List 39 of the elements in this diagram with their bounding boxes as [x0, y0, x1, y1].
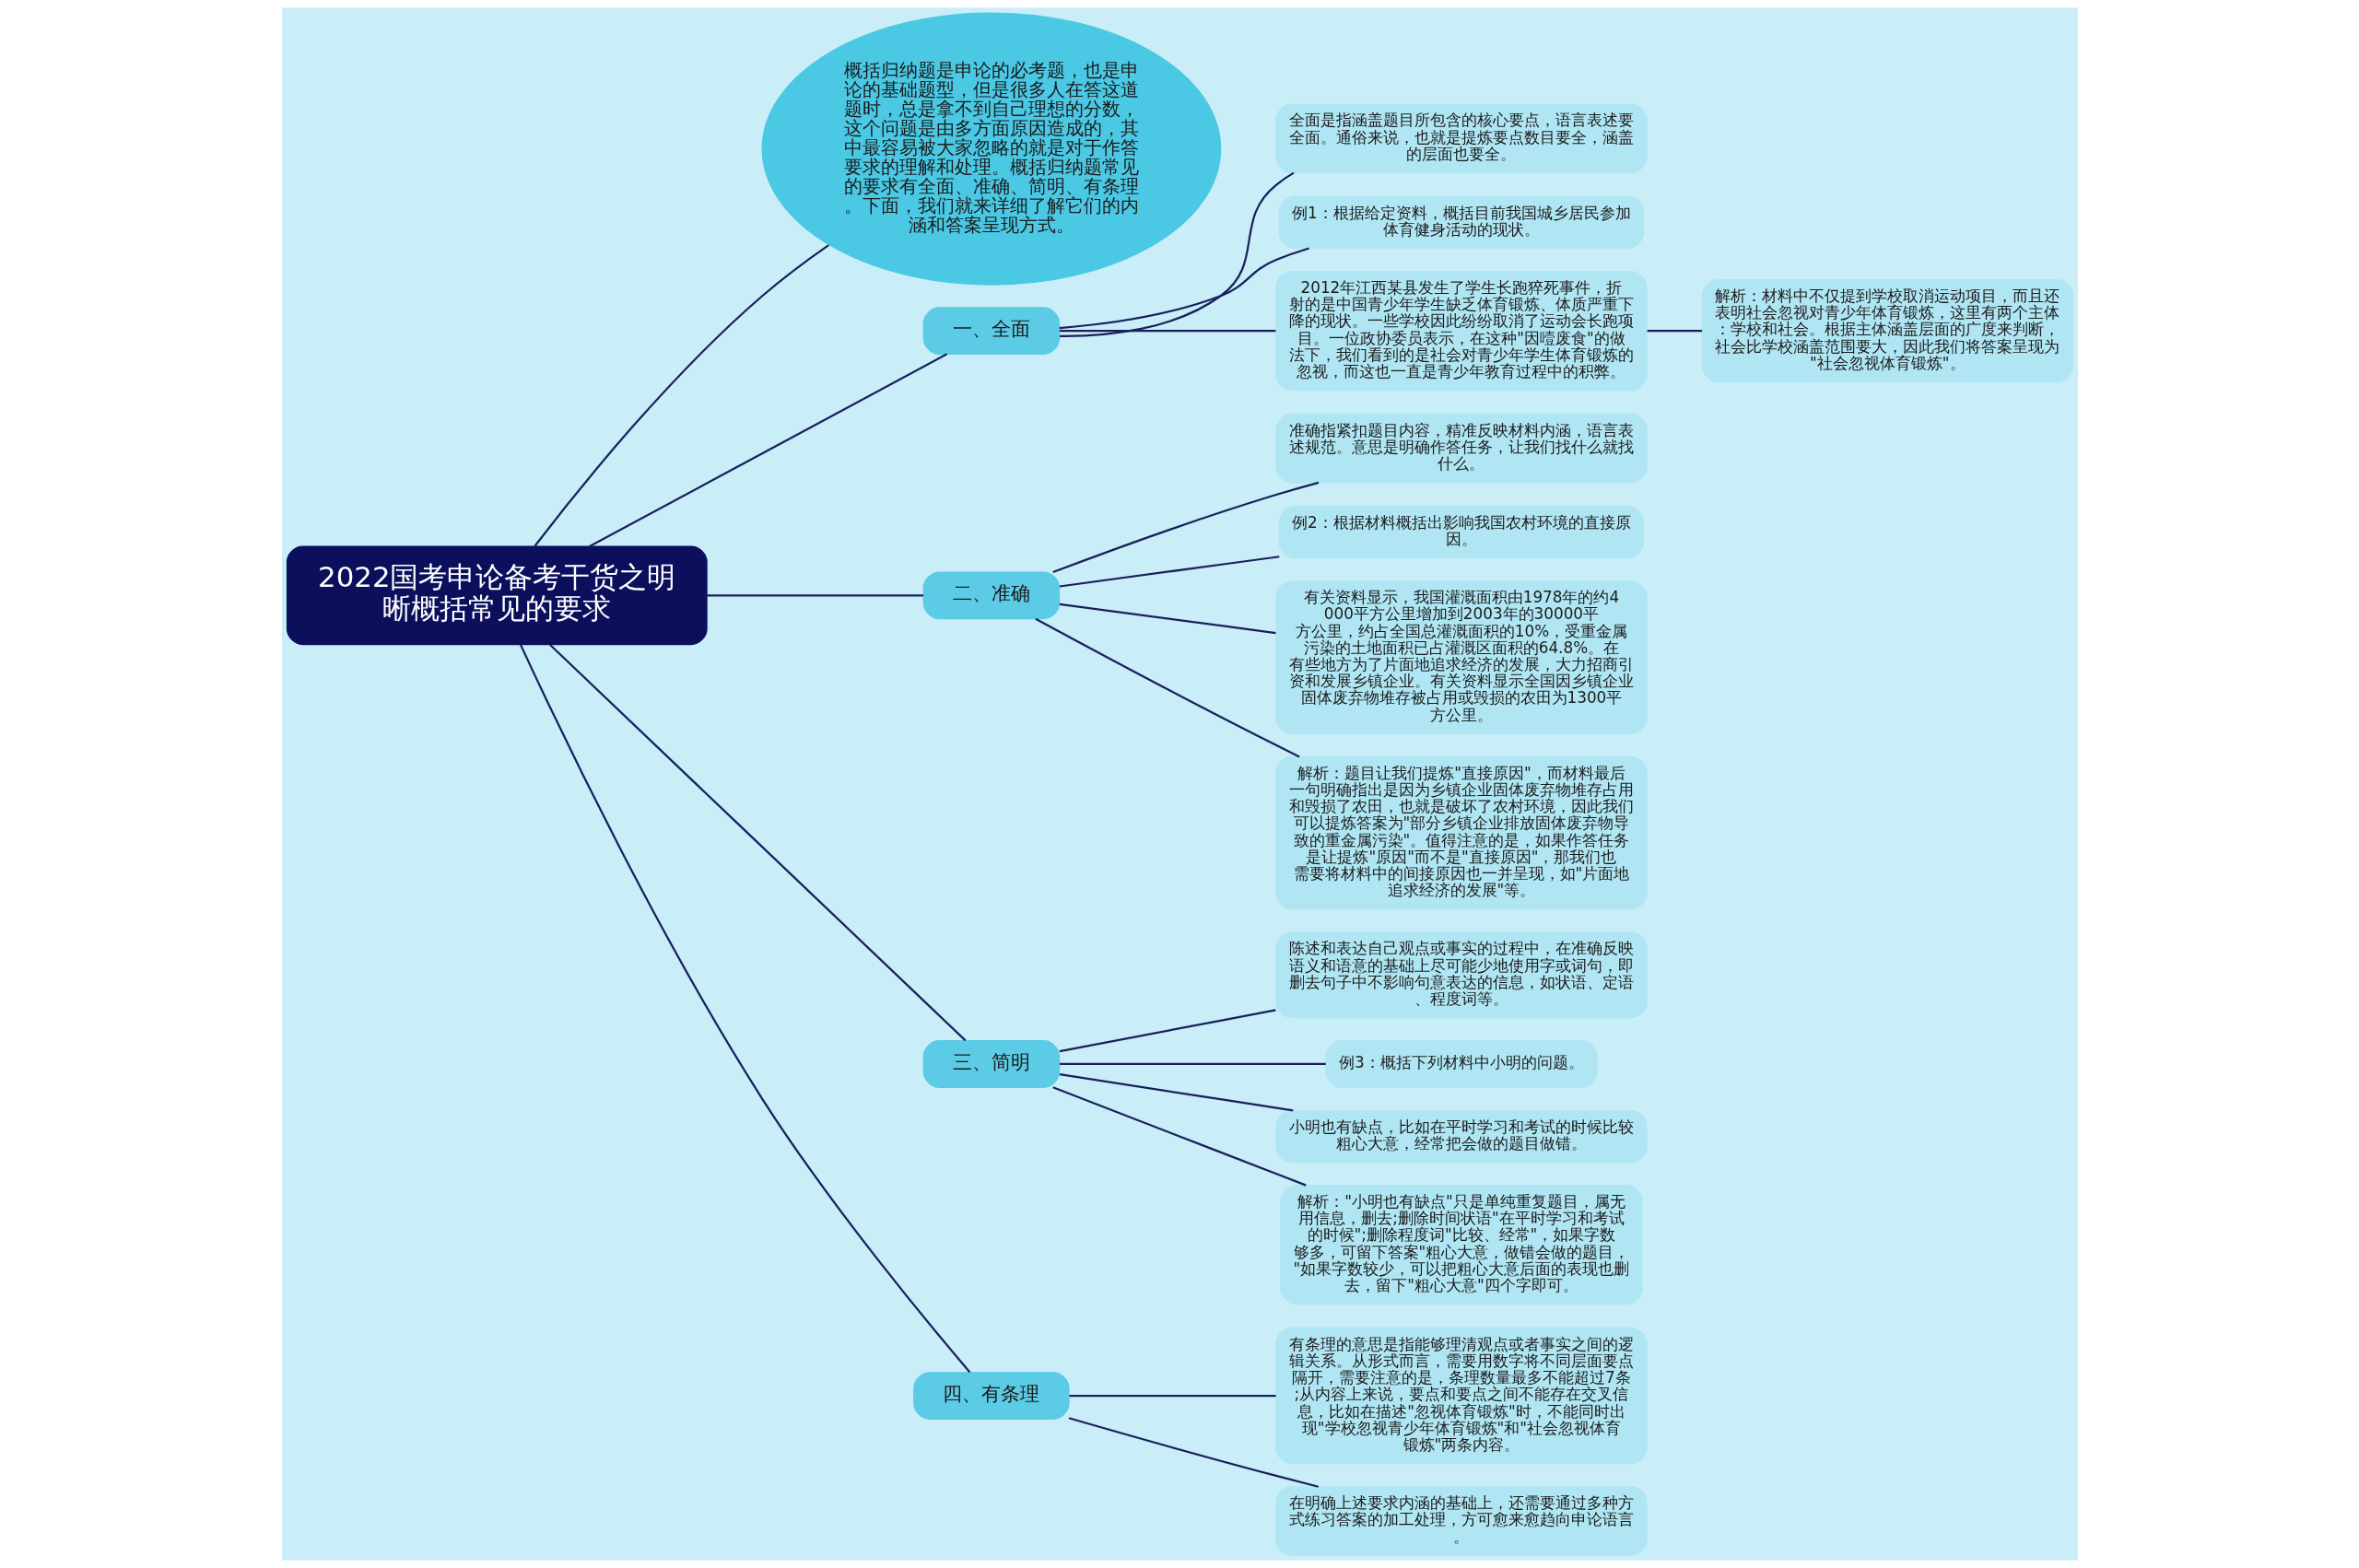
node-ellipse: 概括归纳题是申论的必考题，也是申论的基础题型，但是很多人在答这道题时，总是拿不到自己理想的分数，这个问题是由多方面原因造成的，其中最容易被大家忽略的就是对于作答要求的理解和处理。概括归纳题常见的要求有全面、准确、简明、有条理。下面，我们就来详细了解它们的内涵和答案呈现方式。: [761, 12, 1221, 286]
node-box: 在明确上述要求内涵的基础上，还需要通过多种方式练习答案的加工处理，方可愈来愈趋向申论语言。: [1274, 1486, 1648, 1556]
connector: [519, 644, 970, 1374]
node-box: 2022国考申论备考干货之明晰概括常见的要求: [286, 545, 708, 646]
node-box: 四、有条理: [912, 1372, 1070, 1420]
node-box: 2012年江西某县发生了学生长跑猝死事件，折射的是中国青少年学生缺乏体育锻炼、体质严重下降的现状。一些学校因此纷纷取消了运动会长跑项目。一位政协委员表示，在这种"因噎废食"的做法下，我们看到的是社会对青少年学生体育锻炼的忽视，而这也一直是青少年教育过程中的积弊。: [1274, 270, 1648, 392]
node-box: 有条理的意思是指能够理清观点或者事实之间的逻辑关系。从形式而言，需要用数字将不同层面要点隔开，需要注意的是，条理数量最多不能超过7条;从内容上来说，要点和要点之间不能存在交叉信息，比如在描述"忽视体育锻炼"时，不能同时出现"学校忽视青少年体育锻炼"和"社会忽视体育锻炼"两条内容。: [1274, 1327, 1648, 1465]
connector: [1059, 171, 1294, 337]
connector: [1051, 1086, 1307, 1187]
node-box: 陈述和表达自己观点或事实的过程中，在准确反映语义和语意的基础上尽可能少地使用字或词句，即删去句子中不影响句意表达的信息，如状语、定语、程度词等。: [1274, 931, 1648, 1019]
connector: [534, 244, 829, 547]
connector: [1647, 329, 1702, 333]
node-box: 解析：题目让我们提炼"直接原因"，而材料最后一句明确指出是因为乡镇企业固体废弃物堆存占用和毁损了农田，也就是破坏了农村环境，因此我们可以提炼答案为"部分乡镇企业排放固体废弃物导致的重金属污染"。值得注意的是，如果作答任务是让提炼"原因"而不是"直接原因"，那我们也需要将材料中的间接原因也一并呈现，如"片面地追求经济的发展"等。: [1274, 755, 1648, 910]
connector: [706, 594, 923, 597]
connector: [1059, 1062, 1326, 1066]
node-box: 例2：根据材料概括出影响我国农村环境的直接原因。: [1278, 505, 1644, 559]
connector: [1059, 329, 1275, 333]
node-box: 全面是指涵盖题目所包含的核心要点，语言表述要全面。通俗来说，也就是提炼要点数目要全，涵盖的层面也要全。: [1274, 103, 1648, 174]
node-box: 准确指紧扣题目内容，精准反映材料内涵，语言表述规范。意思是明确作答任务，让我们找什么就找什么。: [1274, 413, 1648, 484]
node-box: 有关资料显示，我国灌溉面积由1978年的约4000平方公里增加到2003年的30000平方公里，约占全国总灌溉面积的10%，受重金属污染的土地面积已占灌溉区面积的64.8%。在有些地方为了片面地追求经济的发展，大力招商引资和发展乡镇企业。有关资料显示全国因乡镇企业固体废弃物堆存被占用或毁损的农田为1300平方公里。: [1274, 580, 1648, 734]
connector: [588, 353, 947, 547]
node-box: 二、准确: [922, 571, 1060, 620]
connector: [1059, 1073, 1293, 1112]
connector: [1069, 1394, 1276, 1398]
connector: [1059, 1009, 1276, 1053]
node-box: 一、全面: [922, 307, 1060, 355]
connector: [1051, 481, 1319, 574]
connector: [1059, 603, 1276, 635]
node-box: 小明也有缺点，比如在平时学习和考试的时候比较粗心大意，经常把会做的题目做错。: [1274, 1109, 1648, 1164]
node-box: 三、简明: [922, 1040, 1060, 1088]
connector: [548, 644, 966, 1042]
node-box: 例1：根据给定资料，概括目前我国城乡居民参加体育健身活动的现状。: [1278, 195, 1644, 250]
node-box: 解析：材料中不仅提到学校取消运动项目，而且还表明社会忽视对青少年体育锻炼，这里有两个主体：学校和社会。根据主体涵盖层面的广度来判断，社会比学校涵盖范围要大，因此我们将答案呈现为"社会忽视体育锻炼"。: [1701, 279, 2073, 383]
node-box: 例3：概括下列材料中小明的问题。: [1324, 1040, 1598, 1088]
connector: [1059, 556, 1279, 588]
connector: [1034, 617, 1300, 758]
connector: [1068, 1417, 1319, 1488]
connector: [1059, 247, 1309, 330]
node-box: 解析："小明也有缺点"只是单纯重复题目，属无用信息，删去;删除时间状语"在平时学习和考试的时候";删除程度词"比较、经常"，如果字数够多，可留下答案"粗心大意，做错会做的题目，"如果字数较少，可以把粗心大意后面的表现也删去，留下"粗心大意"四个字即可。: [1279, 1184, 1643, 1305]
